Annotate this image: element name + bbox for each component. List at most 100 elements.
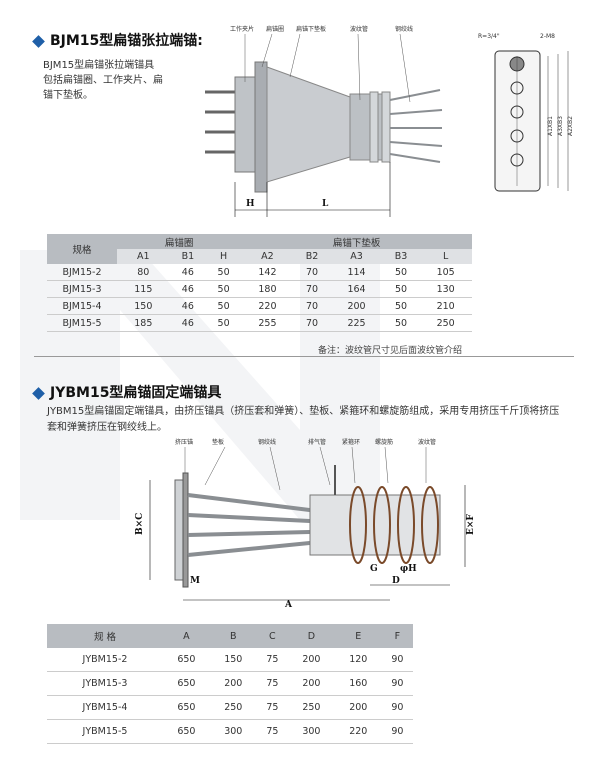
table-subheader: A2 [241, 249, 294, 264]
section-divider [34, 356, 574, 357]
table-header: 规 格 [47, 624, 163, 648]
section2-title-text: JYBM15型扁锚固定端锚具 [50, 385, 222, 401]
table-cell: 120 [334, 648, 382, 672]
table-cell: 130 [419, 280, 472, 298]
table-cell: 50 [206, 264, 242, 281]
section1-intro: BJM15型扁锚张拉端锚具包括扁锚圈、工作夹片、扁锚下垫板。 [43, 60, 163, 101]
dim-bc: B×C [135, 513, 145, 535]
label-vent: 排气管 [308, 438, 326, 446]
table-cell: 200 [287, 671, 335, 696]
row-spec: JYBM15-2 [47, 648, 163, 672]
table-cell: 220 [241, 297, 294, 315]
table-cell: 210 [419, 297, 472, 315]
left-strands [205, 90, 240, 154]
table-subheader: L [419, 249, 472, 264]
table-cell: 142 [241, 264, 294, 281]
dim-d: D [392, 576, 400, 586]
label-a2b2: A2XB2 [567, 116, 574, 136]
row-spec: BJM15-4 [47, 297, 117, 315]
table-cell: 90 [381, 695, 413, 720]
table-cell: 250 [209, 695, 257, 720]
table-header: C [256, 624, 288, 648]
label-duct2: 波纹管 [418, 438, 436, 446]
table-cell: 46 [169, 314, 207, 332]
right-strands [389, 89, 443, 163]
table-cell: 115 [117, 280, 170, 298]
table-cell: 80 [117, 264, 170, 281]
table-cell: 150 [117, 297, 170, 315]
label-extrusion: 挤压锚 [175, 438, 193, 446]
table-cell: 46 [169, 297, 207, 315]
table-cell: 70 [293, 314, 331, 332]
table-subheader: A1 [117, 249, 170, 264]
label-a3b3: A3XB3 [557, 116, 564, 136]
table-cell: 46 [169, 264, 207, 281]
table-note: 备注：波纹管尺寸见后面波纹管介绍 [318, 346, 463, 356]
table-cell: 650 [162, 648, 210, 672]
table-subheader: B1 [169, 249, 207, 264]
table-cell: 50 [206, 297, 242, 315]
dim-oh: φH [400, 564, 417, 574]
row-spec: JYBM15-5 [47, 719, 163, 744]
label-plate: 垫板 [212, 438, 224, 446]
table-cell: 50 [206, 280, 242, 298]
row-spec: JYBM15-4 [47, 695, 163, 720]
label-work-clip: 工作夹片 [230, 25, 254, 33]
table-cell: 225 [330, 314, 383, 332]
dim-g: G [370, 564, 378, 574]
table-cell: 220 [334, 719, 382, 744]
section1-title-text: BJM15型扁锚张拉端锚: [50, 33, 203, 49]
label-spiral: 螺旋筋 [375, 438, 393, 446]
section2-title: JYBM15型扁锚固定端锚具 [32, 382, 222, 402]
table-cell: 200 [209, 671, 257, 696]
table-cell: 75 [256, 671, 288, 696]
table-cell: 50 [206, 314, 242, 332]
table-header: F [381, 624, 413, 648]
table-cell: 70 [293, 280, 331, 298]
table-cell: 105 [419, 264, 472, 281]
table-header-group1: 扁锚圈 [117, 234, 242, 249]
label-ring: 紧箍环 [342, 438, 360, 446]
table-cell: 164 [330, 280, 383, 298]
table-subheader: H [206, 249, 242, 264]
table-cell: 250 [419, 314, 472, 332]
table-cell: 150 [209, 648, 257, 672]
table-cell: 75 [256, 719, 288, 744]
diamond-bullet-icon [32, 34, 45, 48]
dim-h: H [246, 199, 255, 209]
table-header-spec: 规格 [47, 234, 117, 264]
table-subheader: B3 [382, 249, 420, 264]
table-cell: 300 [209, 719, 257, 744]
row-spec: BJM15-3 [47, 280, 117, 298]
table-header-group2: 扁锚下垫板 [241, 234, 472, 249]
label-bearing-plate: 扁锚下垫板 [296, 25, 326, 33]
table-cell: 650 [162, 719, 210, 744]
table-cell: 160 [334, 671, 382, 696]
table-cell: 75 [256, 648, 288, 672]
table-cell: 255 [241, 314, 294, 332]
table-header: A [162, 624, 210, 648]
table-subheader: B2 [293, 249, 331, 264]
bearing-plate-front-view: R=3/4" 2-M8 A1XB1 A3XB3 A2XB2 [478, 33, 574, 192]
section2-intro: JYBM15型扁锚固定端锚具，由挤压锚具（挤压套和弹簧）、垫板、紧箍环和螺旋筋组… [47, 406, 560, 433]
table-cell: 90 [381, 648, 413, 672]
table-header: B [209, 624, 257, 648]
table-cell: 50 [382, 264, 420, 281]
label-a1b1: A1XB1 [547, 116, 554, 136]
label-strand: 钢绞线 [395, 25, 413, 33]
table-cell: 70 [293, 264, 331, 281]
table-cell: 90 [381, 719, 413, 744]
section1-title: BJM15型扁锚张拉端锚: [32, 30, 203, 50]
table-cell: 50 [382, 280, 420, 298]
label-strand2: 钢绞线 [258, 438, 276, 446]
table-cell: 70 [293, 297, 331, 315]
diamond-bullet-icon [32, 386, 45, 400]
table-subheader: A3 [330, 249, 383, 264]
table-header: E [334, 624, 382, 648]
